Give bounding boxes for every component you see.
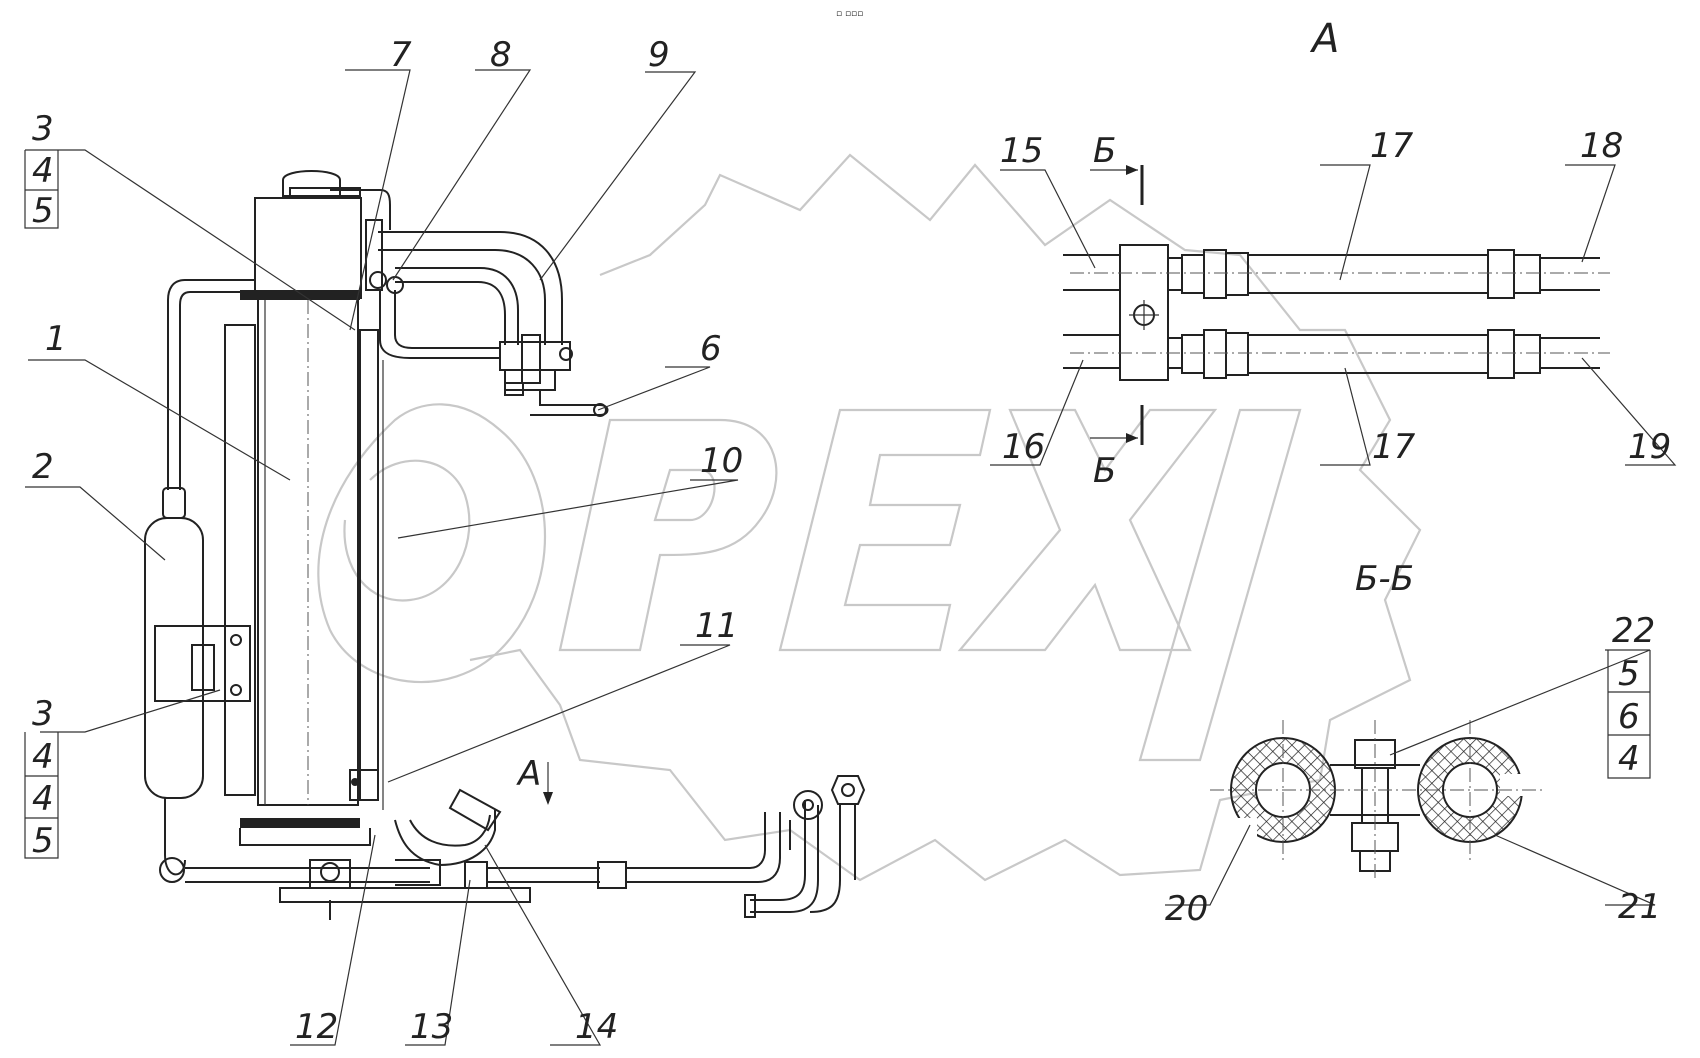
callout-15: 15	[1000, 131, 1043, 171]
callout-4-bottom-a: 4	[32, 737, 54, 777]
callout-22: 22	[1612, 611, 1655, 651]
outlet-piping	[394, 775, 866, 918]
callout-labels: 7 8 9 3 4 5 1 6 10 2 11 3 4 4 5 12 13 14…	[32, 35, 1671, 1047]
section-mark-top: Б	[1093, 131, 1116, 171]
callout-frames	[24, 150, 1651, 859]
watermark-logo: ▫ ▫▫▫	[317, 9, 1422, 882]
section-title: Б-Б	[1355, 559, 1414, 599]
top-pipe-bend	[330, 189, 609, 417]
svg-text:▫ ▫▫▫: ▫ ▫▫▫	[836, 9, 863, 19]
callout-5-top: 5	[32, 191, 54, 231]
callout-22-5: 5	[1618, 654, 1640, 694]
callout-13: 13	[410, 1007, 453, 1047]
callout-21: 21	[1618, 887, 1661, 927]
section-mark-bottom: Б	[1093, 451, 1116, 491]
callout-4-top: 4	[32, 151, 54, 191]
base-bracket	[279, 859, 531, 920]
callout-22-4: 4	[1618, 739, 1640, 779]
callout-2: 2	[32, 447, 54, 487]
view-labels: А Б Б Б-Б А	[516, 16, 1414, 805]
callout-17-top: 17	[1370, 126, 1414, 166]
callout-3-top: 3	[32, 109, 54, 149]
callout-11: 11	[695, 606, 738, 646]
callout-18: 18	[1580, 126, 1623, 166]
callout-3-bottom: 3	[32, 694, 54, 734]
view-a	[1063, 165, 1610, 445]
callout-10: 10	[700, 441, 743, 481]
side-pipe	[349, 329, 384, 810]
callout-1: 1	[45, 319, 67, 359]
callout-7: 7	[390, 35, 412, 75]
leader-lines	[25, 69, 1677, 1046]
callout-8: 8	[490, 35, 512, 75]
callout-9: 9	[648, 35, 670, 75]
arrow-a-label: А	[516, 754, 541, 794]
callout-4-bottom-b: 4	[32, 779, 54, 819]
callout-12: 12	[295, 1007, 338, 1047]
callout-14: 14	[575, 1007, 618, 1047]
receiver-loop	[144, 279, 430, 883]
callout-22-6: 6	[1618, 697, 1640, 737]
radiator-tank	[224, 170, 371, 846]
callout-6: 6	[700, 329, 722, 369]
callout-17-bottom: 17	[1372, 427, 1416, 467]
callout-20: 20	[1165, 889, 1208, 929]
callout-19: 19	[1628, 427, 1671, 467]
section-b-b	[1210, 720, 1545, 880]
callout-16: 16	[1002, 427, 1045, 467]
callout-5-bottom: 5	[32, 821, 54, 861]
view-a-title: А	[1309, 16, 1339, 62]
